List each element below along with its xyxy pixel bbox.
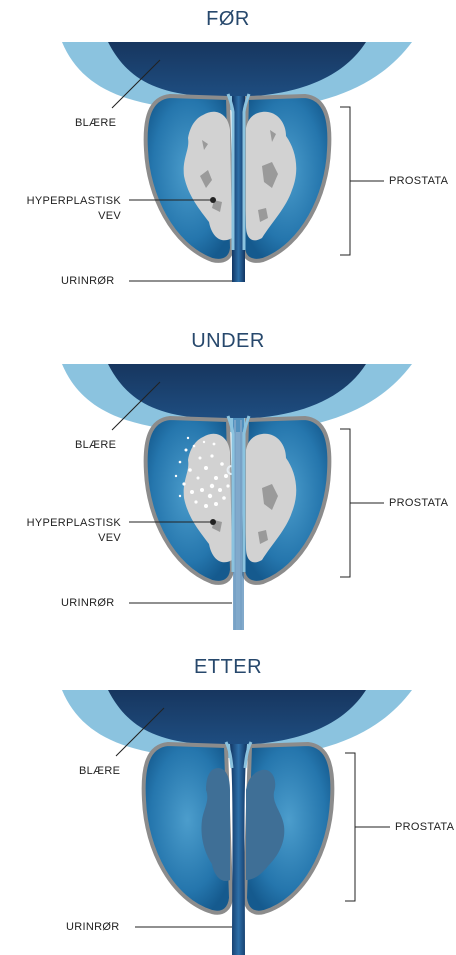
- panel-title: UNDER: [0, 330, 456, 353]
- urethra: [233, 418, 244, 630]
- panel-title: ETTER: [0, 656, 456, 679]
- urethra: [230, 744, 247, 955]
- prostate-label: PROSTATA: [389, 174, 448, 189]
- bladder-label: BLÆRE: [79, 764, 120, 779]
- urethra-label: URINRØR: [66, 920, 119, 935]
- hyperplastic-tissue-label: HYPERPLASTISK VEV: [27, 516, 121, 546]
- urethra-label: URINRØR: [61, 596, 114, 611]
- panel-before-graphic: [62, 42, 412, 282]
- panel-after-graphic: [62, 690, 412, 955]
- panel-during-graphic: [62, 364, 412, 630]
- panel-title: FØR: [0, 8, 456, 31]
- urethra-label: URINRØR: [61, 274, 114, 289]
- bladder-label: BLÆRE: [75, 438, 116, 453]
- prostate-label: PROSTATA: [389, 496, 448, 511]
- bladder-label: BLÆRE: [75, 116, 116, 131]
- prostate-label: PROSTATA: [395, 820, 454, 835]
- hyperplastic-tissue-label: HYPERPLASTISK VEV: [27, 194, 121, 224]
